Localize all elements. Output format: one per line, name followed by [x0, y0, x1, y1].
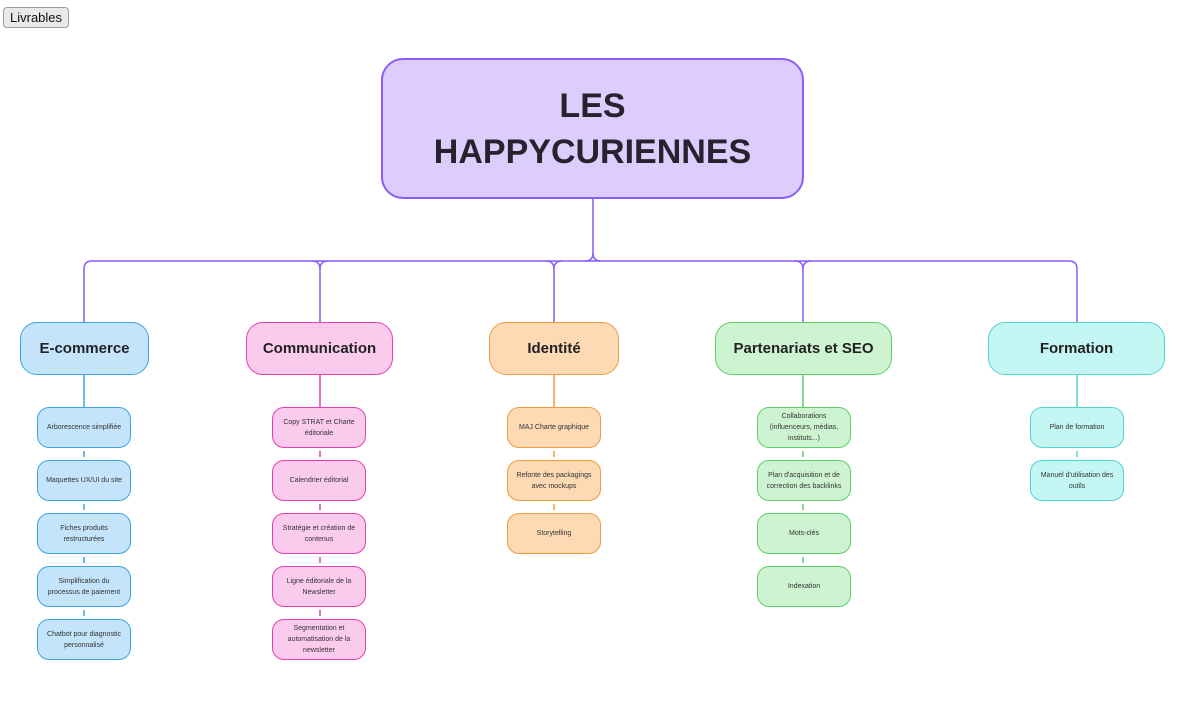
item-formation-2[interactable]: Manuel d'utilisation des outils [1030, 460, 1124, 501]
branch-connector [1068, 260, 1078, 322]
branch-connector [553, 260, 563, 270]
item-identite-1[interactable]: MAJ Charte graphique [507, 407, 601, 448]
branch-connector [545, 260, 555, 322]
category-identite[interactable]: Identité [489, 322, 619, 375]
branch-connector [802, 260, 812, 270]
item-communication-4[interactable]: Ligne éditoriale de la Newsletter [272, 566, 366, 607]
category-ecommerce[interactable]: E-commerce [20, 322, 149, 375]
item-identite-2[interactable]: Refonte des packagings avec mockups [507, 460, 601, 501]
item-ecommerce-3[interactable]: Fiches produits restructurées [37, 513, 131, 554]
root-connector [592, 199, 602, 262]
item-partenariats-4[interactable]: Indexation [757, 566, 851, 607]
item-communication-2[interactable]: Calendrier éditorial [272, 460, 366, 501]
item-communication-5[interactable]: Segmentation et automatisation de la new… [272, 619, 366, 660]
item-partenariats-2[interactable]: Plan d'acquisition et de correction des … [757, 460, 851, 501]
item-communication-1[interactable]: Copy STRAT et Charte éditoriale [272, 407, 366, 448]
root-node[interactable]: LES HAPPYCURIENNES [381, 58, 804, 199]
item-communication-3[interactable]: Stratégie et création de contenus [272, 513, 366, 554]
root-title-line-2: HAPPYCURIENNES [433, 132, 752, 171]
item-formation-1[interactable]: Plan de formation [1030, 407, 1124, 448]
branch-connector [83, 260, 93, 322]
root-connector [584, 252, 594, 262]
item-identite-3[interactable]: Storytelling [507, 513, 601, 554]
category-partenariats-seo[interactable]: Partenariats et SEO [715, 322, 892, 375]
item-partenariats-1[interactable]: Collaborations (influenceurs, médias, in… [757, 407, 851, 448]
tab-livrables[interactable]: Livrables [3, 7, 70, 28]
item-ecommerce-5[interactable]: Chatbot pour diagnostic personnalisé [37, 619, 131, 660]
item-partenariats-3[interactable]: Mots-clés [757, 513, 851, 554]
item-ecommerce-4[interactable]: Simplification du processus de paiement [37, 566, 131, 607]
branch-connector [311, 260, 321, 322]
item-ecommerce-2[interactable]: Maquettes UX/UI du site [37, 460, 131, 501]
category-formation[interactable]: Formation [988, 322, 1165, 375]
item-ecommerce-1[interactable]: Arborescence simplifiée [37, 407, 131, 448]
branch-connector [794, 260, 804, 322]
branch-connector [319, 260, 329, 270]
root-title-line-1: LES [559, 86, 626, 125]
category-communication[interactable]: Communication [246, 322, 393, 375]
